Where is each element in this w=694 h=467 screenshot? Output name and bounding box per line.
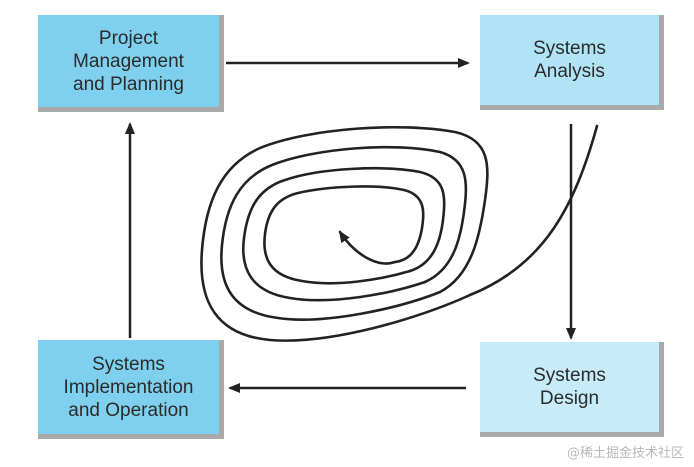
node-systems-design: Systems Design [480, 342, 664, 437]
node-label: Systems Analysis [533, 38, 606, 82]
node-systems-analysis: Systems Analysis [480, 15, 664, 110]
node-label: Systems Implementation and Operation [63, 353, 194, 421]
inward-spiral-arrow-icon [200, 124, 599, 342]
watermark: @稀土掘金技术社区 [566, 446, 684, 461]
node-label: Project Management and Planning [73, 27, 184, 95]
node-label: Systems Design [533, 365, 606, 409]
node-project-management: Project Management and Planning [38, 15, 224, 112]
node-systems-implementation: Systems Implementation and Operation [38, 340, 224, 439]
